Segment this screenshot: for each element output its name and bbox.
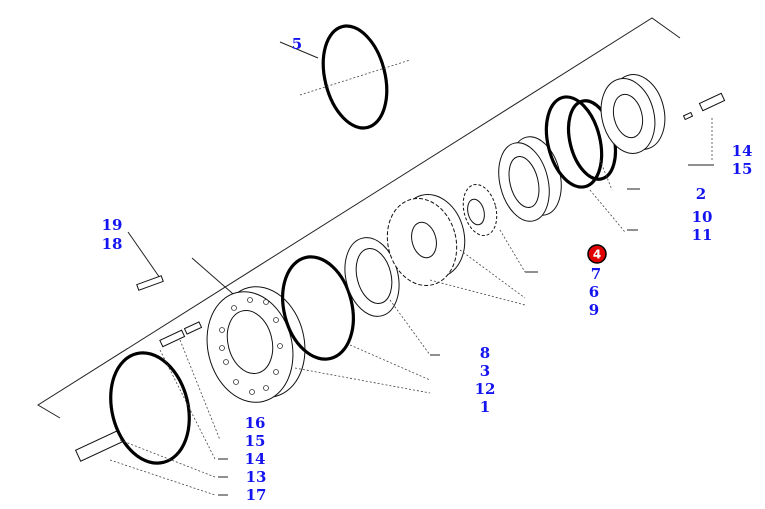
leader-5	[279, 41, 319, 59]
callout-18[interactable]: 18	[102, 235, 123, 253]
callout-12[interactable]: 12	[475, 380, 496, 398]
frame-outline	[37, 17, 681, 419]
callout-2[interactable]: 2	[696, 185, 706, 203]
callout-10[interactable]: 10	[692, 208, 713, 226]
friction-plate-12[interactable]	[337, 232, 407, 322]
callout-6[interactable]: 6	[589, 283, 599, 301]
callout-17[interactable]: 17	[246, 486, 267, 504]
o-ring-5[interactable]	[313, 19, 396, 134]
spring-14[interactable]	[159, 321, 203, 348]
callout-7[interactable]: 7	[591, 265, 601, 283]
callout-14[interactable]: 14	[732, 142, 753, 160]
o-ring-3[interactable]	[272, 249, 363, 366]
leader-lines	[109, 118, 714, 496]
callout-15[interactable]: 15	[732, 160, 753, 178]
o-ring-13[interactable]	[100, 344, 201, 471]
callout-9[interactable]: 9	[589, 301, 599, 319]
selected-badge[interactable]: 4	[587, 244, 607, 264]
callout-5[interactable]: 5	[292, 35, 302, 53]
callout-8[interactable]: 8	[480, 344, 490, 362]
pin-18[interactable]	[136, 275, 164, 291]
axis-line	[299, 59, 411, 96]
leader-19	[127, 231, 161, 279]
pinion-gear-9[interactable]	[458, 181, 502, 239]
spring-14-right[interactable]	[698, 92, 726, 112]
badge-label: 4	[593, 248, 601, 262]
o-ring-10[interactable]	[538, 91, 611, 193]
housing-disc-1[interactable]	[196, 278, 317, 412]
leader-18	[191, 257, 241, 301]
gear-6[interactable]	[378, 188, 473, 293]
callout-13[interactable]: 13	[246, 468, 267, 486]
callout-3[interactable]: 3	[480, 362, 490, 380]
spring-17[interactable]	[74, 430, 124, 462]
callout-19[interactable]: 19	[102, 216, 123, 234]
bearing-hub-7[interactable]	[491, 131, 569, 226]
end-cap-2[interactable]	[594, 69, 673, 159]
callout-16[interactable]: 16	[245, 414, 266, 432]
pin-15-right[interactable]	[682, 111, 694, 121]
callout-1[interactable]: 1	[480, 398, 490, 416]
callout-15-lower[interactable]: 15	[245, 432, 266, 450]
callout-11[interactable]: 11	[692, 226, 713, 244]
callout-14-lower[interactable]: 14	[245, 450, 266, 468]
